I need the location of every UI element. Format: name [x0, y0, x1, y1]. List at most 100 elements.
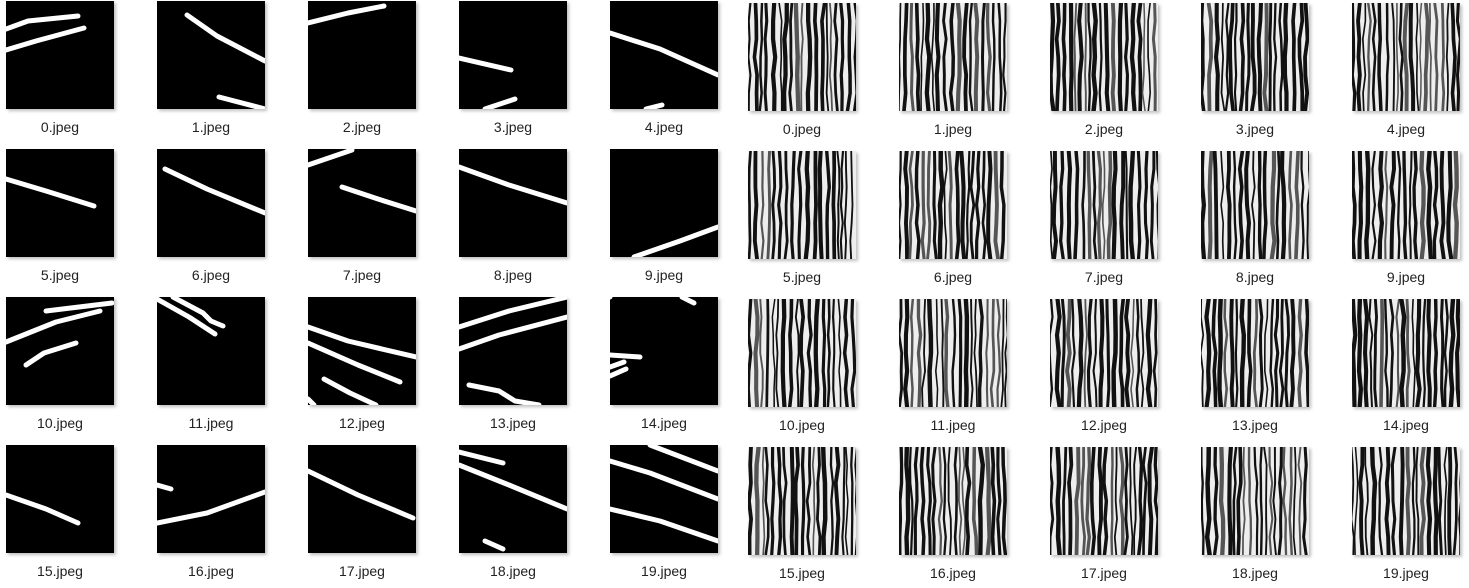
mask-file-item[interactable]: 3.jpeg: [459, 1, 579, 141]
texture-thumbnail: [1050, 151, 1158, 259]
texture-file-item[interactable]: 13.jpeg: [1201, 299, 1321, 439]
mask-file-item[interactable]: 12.jpeg: [308, 297, 428, 437]
mask-file-item[interactable]: 7.jpeg: [308, 149, 428, 289]
texture-stripe: [1245, 3, 1251, 111]
texture-file-item[interactable]: 1.jpeg: [899, 3, 1019, 143]
mask-image: [308, 297, 416, 405]
texture-file-item[interactable]: 2.jpeg: [1050, 3, 1170, 143]
texture-image: [748, 151, 856, 259]
texture-stripe: [1098, 3, 1103, 111]
texture-stripe: [1384, 447, 1391, 555]
texture-stripe: [1306, 151, 1309, 259]
texture-stripe: [1423, 3, 1430, 111]
file-name-label: 0.jpeg: [782, 121, 822, 137]
texture-file-item[interactable]: 10.jpeg: [748, 299, 868, 439]
file-name-label: 10.jpeg: [779, 417, 825, 433]
texture-file-item[interactable]: 16.jpeg: [899, 447, 1019, 587]
file-name-label: 6.jpeg: [933, 269, 973, 285]
texture-stripe: [1066, 151, 1073, 259]
mask-file-item[interactable]: 14.jpeg: [610, 297, 730, 437]
mask-thumbnail: [6, 149, 114, 257]
texture-file-item[interactable]: 19.jpeg: [1352, 447, 1469, 587]
texture-stripe: [927, 299, 934, 407]
texture-image: [1352, 151, 1460, 259]
texture-stripe: [794, 299, 800, 407]
mask-file-item[interactable]: 0.jpeg: [6, 1, 126, 141]
texture-file-item[interactable]: 9.jpeg: [1352, 151, 1469, 291]
texture-stripe: [833, 447, 841, 555]
texture-stripe: [1352, 447, 1355, 555]
mask-file-item[interactable]: 13.jpeg: [459, 297, 579, 437]
mask-file-item[interactable]: 6.jpeg: [157, 149, 277, 289]
texture-file-item[interactable]: 7.jpeg: [1050, 151, 1170, 291]
mask-file-item[interactable]: 2.jpeg: [308, 1, 428, 141]
texture-stripe: [1077, 3, 1084, 111]
file-name-label: 2.jpeg: [342, 119, 382, 135]
texture-stripe: [1432, 299, 1438, 407]
texture-stripe: [990, 447, 997, 555]
mask-file-item[interactable]: 9.jpeg: [610, 149, 730, 289]
texture-file-item[interactable]: 17.jpeg: [1050, 447, 1170, 587]
mask-thumbnail: [308, 297, 416, 405]
texture-stripe: [806, 299, 813, 407]
texture-stripe: [816, 447, 822, 555]
mask-file-item[interactable]: 17.jpeg: [308, 445, 428, 585]
texture-file-item[interactable]: 6.jpeg: [899, 151, 1019, 291]
texture-image: [1050, 447, 1158, 555]
mask-file-item[interactable]: 11.jpeg: [157, 297, 277, 437]
crack-line: [643, 102, 665, 109]
texture-stripe: [788, 3, 794, 111]
texture-file-item[interactable]: 5.jpeg: [748, 151, 868, 291]
texture-stripe: [1155, 151, 1158, 259]
mask-file-item[interactable]: 19.jpeg: [610, 445, 730, 585]
texture-stripe: [1440, 3, 1446, 111]
texture-thumbnail: [1201, 151, 1309, 259]
crack-line: [459, 55, 514, 73]
texture-stripe: [839, 151, 845, 259]
file-name-label: 13.jpeg: [1232, 417, 1278, 433]
texture-file-item[interactable]: 18.jpeg: [1201, 447, 1321, 587]
texture-stripe: [940, 299, 945, 407]
mask-file-item[interactable]: 1.jpeg: [157, 1, 277, 141]
texture-stripe: [955, 3, 962, 111]
texture-stripe: [752, 3, 759, 111]
texture-stripe: [1440, 299, 1445, 407]
texture-stripe: [1001, 447, 1007, 555]
texture-stripe: [984, 447, 992, 555]
texture-stripe: [1364, 151, 1371, 259]
file-name-label: 14.jpeg: [641, 415, 687, 431]
texture-file-item[interactable]: 4.jpeg: [1352, 3, 1469, 143]
texture-stripe: [1098, 299, 1105, 407]
mask-image: [157, 297, 265, 405]
texture-file-item[interactable]: 11.jpeg: [899, 299, 1019, 439]
texture-stripe: [909, 3, 915, 111]
mask-file-item[interactable]: 16.jpeg: [157, 445, 277, 585]
texture-file-item[interactable]: 14.jpeg: [1352, 299, 1469, 439]
crack-line: [610, 458, 718, 502]
texture-stripe: [1402, 151, 1408, 259]
mask-background: [6, 149, 114, 257]
mask-file-item[interactable]: 4.jpeg: [610, 1, 730, 141]
mask-file-item[interactable]: 18.jpeg: [459, 445, 579, 585]
texture-thumbnail: [1201, 3, 1309, 111]
texture-stripe: [1129, 447, 1134, 555]
mask-file-item[interactable]: 10.jpeg: [6, 297, 126, 437]
texture-stripe: [1425, 447, 1433, 555]
mask-file-item[interactable]: 5.jpeg: [6, 149, 126, 289]
texture-stripe: [1388, 299, 1395, 407]
texture-image: [899, 151, 1007, 259]
texture-file-item[interactable]: 8.jpeg: [1201, 151, 1321, 291]
file-name-label: 0.jpeg: [40, 119, 80, 135]
texture-stripe: [899, 3, 902, 111]
texture-file-item[interactable]: 15.jpeg: [748, 447, 868, 587]
mask-file-item[interactable]: 8.jpeg: [459, 149, 579, 289]
texture-stripe: [1055, 447, 1062, 555]
crack-line: [610, 359, 627, 370]
texture-file-item[interactable]: 3.jpeg: [1201, 3, 1321, 143]
mask-background: [459, 1, 567, 109]
texture-file-item[interactable]: 0.jpeg: [748, 3, 868, 143]
file-name-label: 15.jpeg: [779, 565, 825, 581]
texture-file-item[interactable]: 12.jpeg: [1050, 299, 1170, 439]
texture-stripe: [1390, 447, 1397, 555]
mask-file-item[interactable]: 15.jpeg: [6, 445, 126, 585]
